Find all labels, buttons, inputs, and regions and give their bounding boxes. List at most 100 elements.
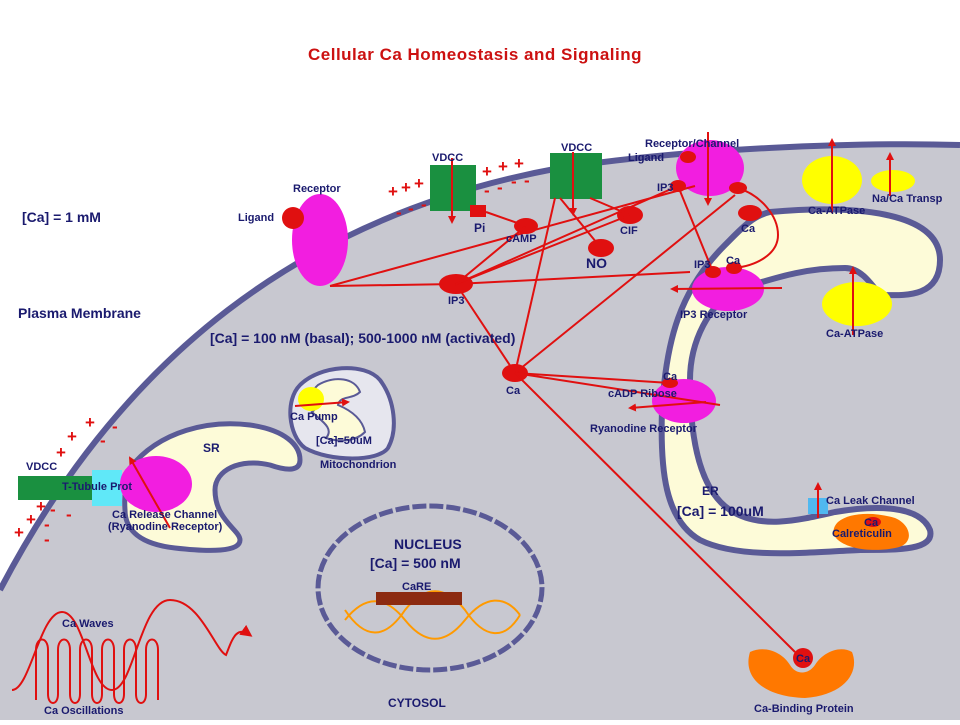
- binding-protein-label: Ca-Binding Protein: [754, 703, 854, 715]
- ryr-ca-label: Ca: [663, 371, 678, 383]
- svg-text:-: -: [112, 417, 118, 436]
- ca-waves-curve: [11, 598, 253, 692]
- calreticulin-ca-label: Ca: [864, 517, 879, 529]
- receptor: [292, 194, 348, 286]
- svg-text:-: -: [421, 195, 427, 214]
- binding-ca-label: Ca: [796, 653, 811, 665]
- cadp-ribose-label: cADP Ribose: [608, 388, 677, 400]
- svg-text:-: -: [497, 178, 503, 197]
- care-label: CaRE: [402, 581, 431, 593]
- svg-text:+: +: [14, 523, 24, 542]
- ca-top-label: Ca: [741, 223, 756, 235]
- calreticulin: [833, 513, 909, 550]
- release-channel-label: Ca Release Channel: [112, 509, 217, 521]
- svg-text:+: +: [56, 443, 66, 462]
- na-ca-label: Na/Ca Transp: [872, 193, 943, 205]
- svg-text:+: +: [36, 497, 46, 516]
- ligand-right-label: Ligand: [628, 152, 664, 164]
- receptor-channel-label: Receptor/Channel: [645, 138, 739, 150]
- no-label: NO: [586, 255, 607, 271]
- cytosol-label: CYTOSOL: [388, 696, 446, 710]
- er-label: ER: [702, 484, 719, 498]
- ttubule-label: T-Tubule Prot: [62, 481, 132, 493]
- svg-text:+: +: [414, 174, 424, 193]
- ca-pump-label: Ca Pump: [290, 411, 338, 423]
- svg-text:-: -: [484, 181, 490, 200]
- er-ca-label: [Ca] = 100uM: [677, 503, 764, 519]
- nucleus: [315, 503, 545, 673]
- dna-strand-2: [344, 590, 521, 635]
- sarcoplasmic-reticulum: [122, 421, 303, 553]
- ca-node-top: [738, 205, 762, 221]
- svg-text:+: +: [514, 154, 524, 173]
- ip3-receptor-ip3-label: IP3: [694, 259, 711, 271]
- receptor-label: Receptor: [293, 183, 341, 195]
- svg-text:-: -: [396, 203, 402, 222]
- svg-text:-: -: [44, 515, 50, 534]
- ryanodine-receptor: [652, 379, 716, 423]
- svg-text:-: -: [66, 505, 72, 524]
- ca-oscillations-label: Ca Oscillations: [44, 705, 123, 717]
- ip3-top-label: IP3: [657, 182, 674, 194]
- camp-label: cAMP: [506, 233, 537, 245]
- ryanodine-receptor-label: Ryanodine Receptor: [590, 423, 698, 435]
- diagram-title: Cellular Ca Homeostasis and Signaling: [308, 45, 642, 64]
- pi-marker: [470, 205, 486, 217]
- svg-text:+: +: [401, 178, 411, 197]
- membrane-charges: + + + - - - + + + - - - - + + + - - + + …: [14, 154, 530, 549]
- ip3-receptor-ca-label: Ca: [726, 255, 741, 267]
- ligand-right: [680, 151, 696, 163]
- sr-label: SR: [203, 441, 220, 455]
- svg-text:+: +: [67, 427, 77, 446]
- ca-atpase-er-label: Ca-ATPase: [826, 328, 883, 340]
- mitochondrion-label: Mitochondrion: [320, 459, 397, 471]
- release-channel-sub-label: (Ryanodine Receptor): [108, 521, 223, 533]
- na-ca-transporter: [871, 170, 915, 192]
- ca-atpase-er: [822, 282, 892, 326]
- svg-text:+: +: [85, 413, 95, 432]
- ca-oscillations-curve: [35, 638, 159, 704]
- care-element: [376, 592, 462, 605]
- ca-waves-label: Ca Waves: [62, 618, 114, 630]
- vdcc-1-label: VDCC: [432, 152, 463, 164]
- svg-text:-: -: [50, 500, 56, 519]
- plasma-membrane: [0, 141, 960, 592]
- ligand-left-label: Ligand: [238, 212, 274, 224]
- pi-label: Pi: [474, 221, 485, 235]
- signaling-lines: [329, 185, 796, 653]
- svg-text:-: -: [100, 431, 106, 450]
- cif-label: CIF: [620, 225, 638, 237]
- extracellular-ca-label: [Ca] = 1 mM: [22, 209, 101, 225]
- ca-leak-label: Ca Leak Channel: [826, 495, 915, 507]
- ip3-mid-label: IP3: [448, 295, 465, 307]
- ca-binding-protein: [748, 649, 855, 698]
- t-tubule-protein: [92, 470, 122, 506]
- transport-arrows: [129, 132, 894, 529]
- nucleus-ca-label: [Ca] = 500 nM: [370, 555, 461, 571]
- svg-text:-: -: [408, 199, 414, 218]
- svg-text:-: -: [511, 172, 517, 191]
- svg-text:+: +: [26, 510, 36, 529]
- calreticulin-label: Calreticulin: [832, 528, 892, 540]
- mito-ca-pump: [298, 387, 324, 411]
- cytosolic-ca-label: [Ca] = 100 nM (basal); 500-1000 nM (acti…: [210, 330, 515, 346]
- dna-strand-1: [344, 599, 521, 640]
- svg-text:+: +: [498, 157, 508, 176]
- mito-ca-label: [Ca]=50uM: [316, 435, 372, 447]
- binding-protein-ca: [793, 648, 813, 668]
- vdcc-left-label: VDCC: [26, 461, 57, 473]
- nucleus-label: NUCLEUS: [394, 536, 462, 552]
- ligand-left: [282, 207, 304, 229]
- ca-atpase-top-label: Ca-ATPase: [808, 205, 865, 217]
- calreticulin-ca: [865, 517, 881, 527]
- svg-text:+: +: [482, 162, 492, 181]
- svg-text:-: -: [524, 171, 530, 190]
- ca-center-label: Ca: [506, 385, 521, 397]
- svg-text:-: -: [44, 530, 50, 549]
- ip3-receptor-label: IP3 Receptor: [680, 309, 748, 321]
- svg-text:+: +: [388, 182, 398, 201]
- vdcc-2-label: VDCC: [561, 142, 592, 154]
- mitochondrion-cristae: [310, 378, 367, 442]
